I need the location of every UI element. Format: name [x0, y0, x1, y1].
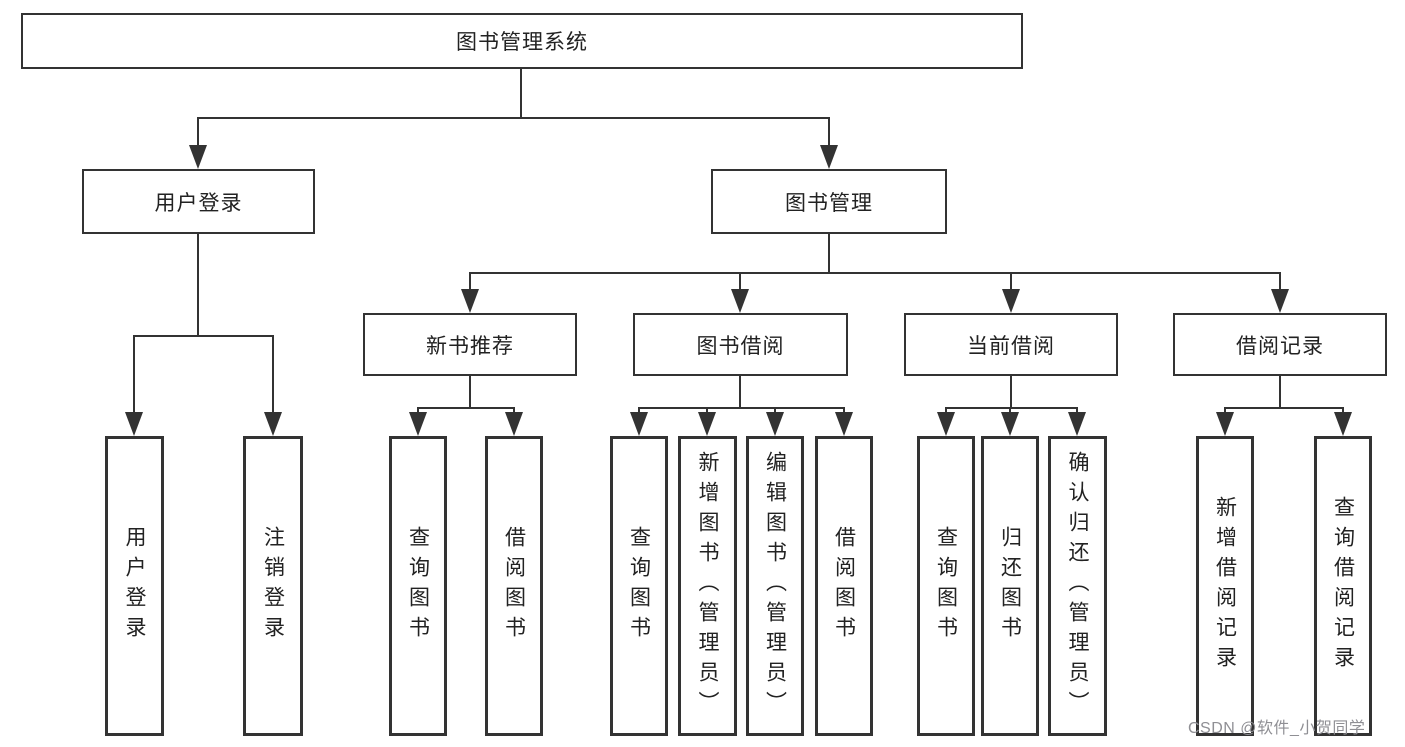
- connector-stem: [774, 407, 776, 415]
- node-book-management: 图书管理: [711, 169, 947, 234]
- arrow-down-icon: [937, 412, 955, 436]
- connector-book-mgmt-stem: [828, 233, 830, 274]
- leaf-edit-book-admin: 编辑图书（管理员）: [746, 436, 804, 736]
- node-new-book-recommendation: 新书推荐: [363, 313, 577, 376]
- leaf-edit-book-admin-label: 编辑图书（管理员）: [763, 451, 787, 721]
- leaf-query-books-current-label: 查询图书: [934, 526, 958, 646]
- arrow-down-icon: [1002, 289, 1020, 313]
- leaf-user-login-label: 用户登录: [123, 526, 146, 646]
- arrow-down-icon: [1334, 412, 1352, 436]
- connector-stem: [133, 335, 135, 415]
- node-borrowing-records: 借阅记录: [1173, 313, 1387, 376]
- leaf-query-books-recommend-label: 查询图书: [406, 526, 430, 646]
- connector-stem: [1010, 376, 1012, 409]
- leaf-logout: 注销登录: [243, 436, 303, 736]
- arrow-down-icon: [125, 412, 143, 436]
- arrow-down-icon: [264, 412, 282, 436]
- leaf-borrow-books: 借阅图书: [815, 436, 873, 736]
- connector-stem: [638, 407, 640, 415]
- leaf-query-books-borrow-label: 查询图书: [627, 526, 651, 646]
- connector-stem: [1279, 376, 1281, 409]
- connector-stem: [1224, 407, 1226, 415]
- leaf-add-borrow-record-label: 新增借阅记录: [1213, 496, 1237, 676]
- connector-stem: [1010, 272, 1012, 292]
- leaf-query-borrow-record-label: 查询借阅记录: [1331, 496, 1355, 676]
- arrow-down-icon: [835, 412, 853, 436]
- arrow-down-icon: [731, 289, 749, 313]
- connector-stem: [945, 407, 947, 415]
- leaf-query-books-current: 查询图书: [917, 436, 975, 736]
- connector-rail: [945, 407, 1078, 409]
- connector-stem: [828, 117, 830, 147]
- arrow-down-icon: [820, 145, 838, 169]
- arrow-down-icon: [461, 289, 479, 313]
- connector-level2-rail: [469, 272, 1281, 274]
- connector-stem: [1009, 407, 1011, 415]
- arrow-down-icon: [1001, 412, 1019, 436]
- connector-stem: [706, 407, 708, 415]
- arrow-down-icon: [1271, 289, 1289, 313]
- connector-stem: [272, 335, 274, 415]
- leaf-add-borrow-record: 新增借阅记录: [1196, 436, 1254, 736]
- leaf-query-books-recommend: 查询图书: [389, 436, 447, 736]
- connector-stem: [469, 272, 471, 292]
- leaf-add-book-admin: 新增图书（管理员）: [678, 436, 737, 736]
- connector-stem: [739, 272, 741, 292]
- leaf-query-books-borrow: 查询图书: [610, 436, 668, 736]
- arrow-down-icon: [698, 412, 716, 436]
- connector-stem: [1076, 407, 1078, 415]
- node-root-library-system: 图书管理系统: [21, 13, 1023, 69]
- connector-stem: [1279, 272, 1281, 292]
- leaf-borrow-books-label: 借阅图书: [832, 526, 856, 646]
- leaf-borrow-books-recommend-label: 借阅图书: [502, 526, 526, 646]
- connector-rail: [417, 407, 515, 409]
- connector-user-login-stem: [197, 233, 199, 337]
- leaf-borrow-books-recommend: 借阅图书: [485, 436, 543, 736]
- connector-stem: [513, 407, 515, 415]
- arrow-down-icon: [409, 412, 427, 436]
- connector-stem: [843, 407, 845, 415]
- leaf-user-login: 用户登录: [105, 436, 164, 736]
- node-book-borrowing: 图书借阅: [633, 313, 848, 376]
- leaf-query-borrow-record: 查询借阅记录: [1314, 436, 1372, 736]
- csdn-watermark: CSDN @软件_小贺同学: [1188, 720, 1366, 737]
- leaf-confirm-return-admin-label: 确认归还（管理员）: [1066, 451, 1089, 721]
- arrow-down-icon: [1068, 412, 1086, 436]
- connector-user-login-rail: [133, 335, 274, 337]
- arrow-down-icon: [505, 412, 523, 436]
- arrow-down-icon: [630, 412, 648, 436]
- arrow-down-icon: [1216, 412, 1234, 436]
- arrow-down-icon: [189, 145, 207, 169]
- connector-root-stem: [520, 68, 522, 119]
- connector-stem: [197, 117, 199, 147]
- connector-rail: [638, 407, 845, 409]
- node-current-borrowing: 当前借阅: [904, 313, 1118, 376]
- connector-stem: [739, 376, 741, 409]
- connector-stem: [469, 376, 471, 409]
- leaf-return-book: 归还图书: [981, 436, 1039, 736]
- connector-level1-rail: [197, 117, 830, 119]
- leaf-confirm-return-admin: 确认归还（管理员）: [1048, 436, 1107, 736]
- leaf-add-book-admin-label: 新增图书（管理员）: [696, 451, 719, 721]
- connector-stem: [417, 407, 419, 415]
- connector-stem: [1342, 407, 1344, 415]
- node-user-login: 用户登录: [82, 169, 315, 234]
- leaf-return-book-label: 归还图书: [998, 526, 1022, 646]
- arrow-down-icon: [766, 412, 784, 436]
- connector-rail: [1224, 407, 1344, 409]
- leaf-logout-label: 注销登录: [261, 526, 285, 646]
